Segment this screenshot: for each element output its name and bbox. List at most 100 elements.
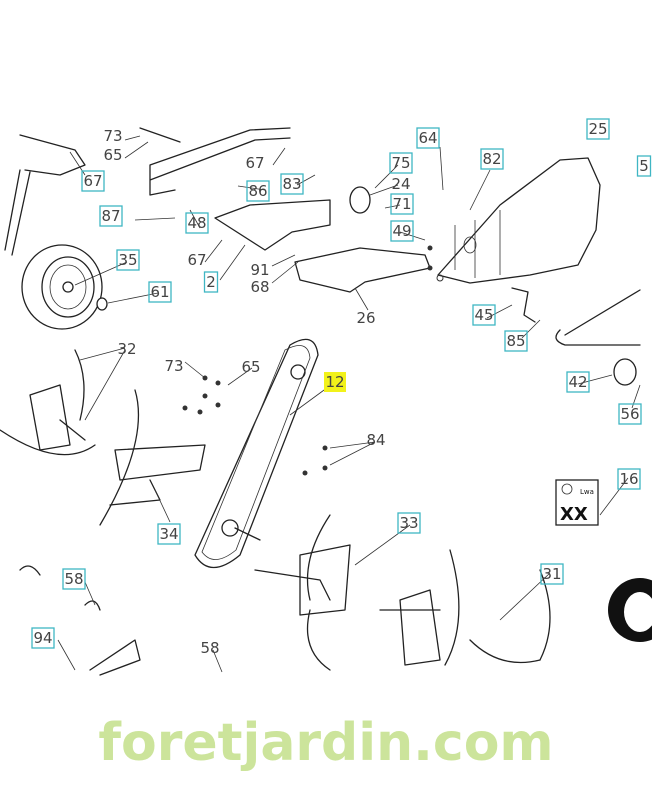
label-box: [116, 249, 140, 271]
part-label-25: 25: [586, 118, 610, 140]
part-label-32: 32: [117, 340, 136, 358]
wheel: [21, 244, 108, 330]
part-label-35: 35: [116, 249, 140, 271]
part-number: 94: [33, 629, 52, 647]
part-label-71: 71: [390, 193, 414, 215]
part-number: 67: [83, 172, 102, 190]
part-label-86: 86: [246, 180, 270, 202]
part-number: 42: [568, 373, 587, 391]
part-number: 75: [391, 154, 410, 172]
part-label-65: 65: [241, 358, 260, 376]
part-number: 35: [118, 251, 137, 269]
leader-lines: [57, 135, 641, 673]
part-label-84: 84: [366, 431, 385, 449]
bracket-plate: [294, 247, 431, 293]
label-box: [540, 563, 564, 585]
label-box: [148, 281, 172, 303]
part-number: 33: [399, 514, 418, 532]
part-label-26: 26: [356, 309, 375, 327]
part-number: 16: [619, 470, 638, 488]
part-number: 2: [206, 273, 216, 291]
part-number: 49: [392, 222, 411, 240]
label-box: [504, 330, 528, 352]
label-box: [416, 127, 440, 149]
part-label-73: 73: [103, 127, 122, 145]
label-box: [62, 568, 86, 590]
part-label-48: 48: [185, 212, 209, 234]
label-box: [81, 170, 105, 192]
pulley-42: [613, 358, 637, 386]
part-label-58: 58: [62, 568, 86, 590]
part-number: 24: [391, 175, 410, 193]
part-label-5: 5: [636, 155, 652, 177]
part-number: 71: [392, 195, 411, 213]
part-number: 48: [187, 214, 206, 232]
tines: [0, 349, 551, 676]
part-number: 31: [542, 565, 561, 583]
label-box: [324, 372, 346, 392]
label-box: [566, 371, 590, 393]
part-number: 83: [282, 175, 301, 193]
part-label-91: 91: [250, 261, 269, 279]
part-number: 73: [164, 357, 183, 375]
part-label-67: 67: [81, 170, 105, 192]
decal-big-text: XX: [560, 504, 588, 525]
label-box: [31, 627, 55, 649]
bracket: [511, 287, 536, 323]
part-number: 34: [159, 525, 178, 543]
part-number: 25: [588, 120, 607, 138]
part-number: 67: [245, 154, 264, 172]
part-number: 32: [117, 340, 136, 358]
part-label-83: 83: [280, 173, 304, 195]
part-label-2: 2: [203, 271, 219, 293]
label-box: [636, 155, 652, 177]
chain-case: [194, 338, 319, 569]
part-label-61: 61: [148, 281, 172, 303]
fasteners: [182, 245, 444, 476]
part-number: 86: [248, 182, 267, 200]
part-label-16: 16: [617, 468, 641, 490]
part-label-87: 87: [99, 205, 123, 227]
part-label-85: 85: [504, 330, 528, 352]
part-label-67: 67: [245, 154, 264, 172]
transmission-cover: [437, 157, 601, 284]
part-label-24: 24: [391, 175, 410, 193]
part-number: 45: [474, 306, 493, 324]
label-box: [390, 193, 414, 215]
part-number: 87: [101, 207, 120, 225]
part-number: 73: [103, 127, 122, 145]
label-box: [397, 512, 421, 534]
part-number: 58: [64, 570, 83, 588]
label-box: [389, 152, 413, 174]
part-label-58: 58: [200, 639, 219, 657]
part-number: 58: [200, 639, 219, 657]
part-number: 67: [187, 251, 206, 269]
part-label-56: 56: [618, 403, 642, 425]
belt: [555, 289, 641, 346]
label-box: [480, 148, 504, 170]
label-box: [390, 220, 414, 242]
part-label-45: 45: [472, 304, 496, 326]
part-number: 26: [356, 309, 375, 327]
part-number: 64: [418, 129, 437, 147]
part-label-12: 12: [324, 372, 346, 392]
part-label-75: 75: [389, 152, 413, 174]
watermark-text: foretjardin.com: [98, 713, 553, 773]
part-label-82: 82: [480, 148, 504, 170]
part-label-33: 33: [397, 512, 421, 534]
part-label-65: 65: [103, 146, 122, 164]
part-number: 91: [250, 261, 269, 279]
label-box: [246, 180, 270, 202]
plate: [214, 199, 331, 251]
noise-decal: XX Lwa: [555, 479, 599, 526]
part-label-64: 64: [416, 127, 440, 149]
part-label-68: 68: [250, 278, 269, 296]
part-label-94: 94: [31, 627, 55, 649]
label-box: [157, 523, 181, 545]
part-label-73: 73: [164, 357, 183, 375]
part-number: 12: [325, 373, 344, 391]
label-box: [203, 271, 219, 293]
part-number: 65: [103, 146, 122, 164]
part-label-67: 67: [187, 251, 206, 269]
part-number: 85: [506, 332, 525, 350]
